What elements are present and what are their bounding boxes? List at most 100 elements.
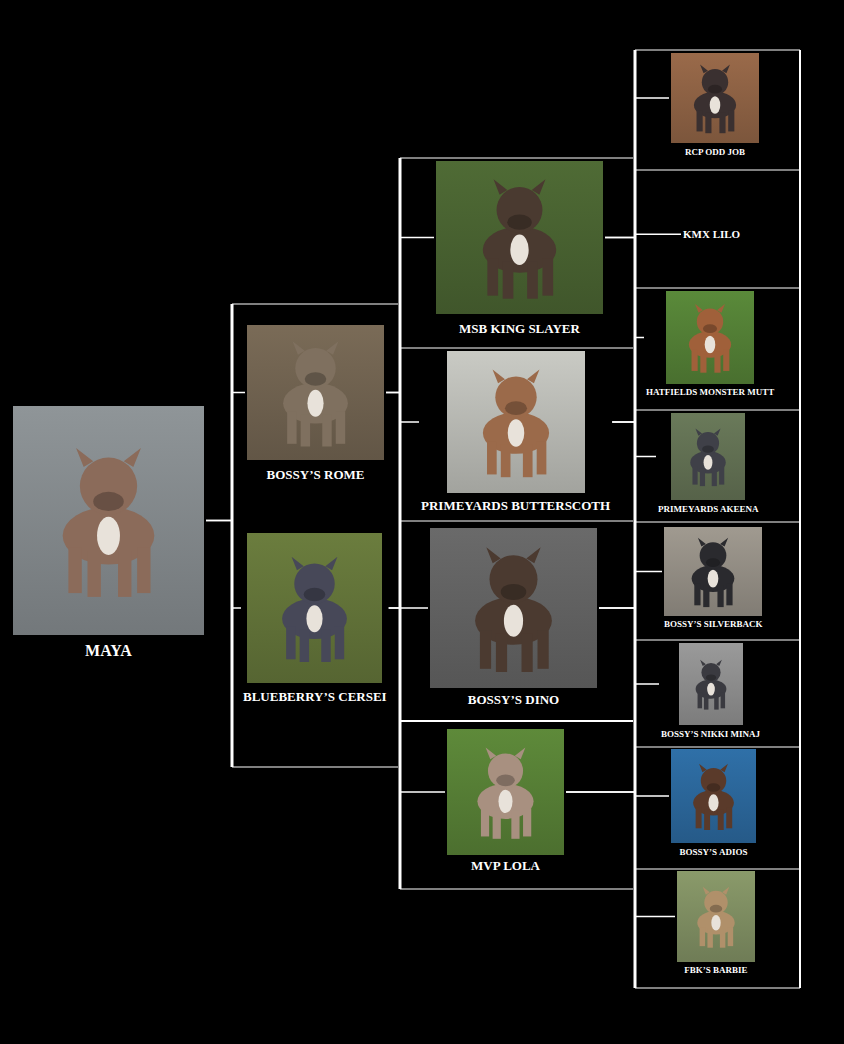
dog-leg (712, 468, 717, 486)
dog-figure (447, 351, 585, 493)
dog-leg (700, 927, 705, 946)
pedigree-connector (206, 393, 245, 521)
dog-leg (695, 584, 701, 605)
dog-leg (500, 444, 510, 477)
dog-name: BOSSY’S SILVERBACK (664, 619, 762, 629)
pedigree-connector (386, 238, 434, 393)
dog-ears (76, 448, 141, 467)
dog-muzzle (93, 492, 124, 511)
pedigree-box: KMX LILO (681, 226, 742, 243)
dog-leg (697, 693, 701, 708)
dog-muzzle (702, 445, 714, 452)
dog-figure (247, 325, 384, 460)
dog-leg (522, 634, 533, 672)
dog-leg (522, 444, 532, 477)
dog-head (697, 308, 723, 334)
dog-name: RCP ODD JOB (671, 147, 759, 157)
frame-line (635, 50, 800, 51)
frame-line (799, 50, 801, 988)
dog-name: BLUEBERRY’S CERSEI (243, 690, 387, 705)
dog-leg (700, 352, 706, 373)
frame-line (635, 747, 800, 748)
dog-head (701, 768, 727, 794)
dog-ears (698, 538, 728, 547)
dog-leg (718, 810, 724, 830)
dog-name: PRIMEYARDS AKEENA (658, 504, 758, 514)
frame-line (232, 304, 398, 305)
dog-head (701, 663, 720, 682)
dog-figure (447, 729, 564, 855)
dog-chest (504, 605, 523, 637)
dog-muzzle (705, 674, 715, 680)
pedigree-box: BOSSY’S NIKKI MINAJ (659, 641, 762, 741)
frame-line (400, 720, 633, 722)
dog-head (295, 348, 336, 389)
dog-chest (307, 390, 323, 417)
pedigree-box: PRIMEYARDS BUTTERSCOTH (419, 349, 612, 516)
dog-muzzle (710, 905, 722, 913)
dog-leg (720, 929, 725, 948)
dog-ears (293, 341, 339, 355)
dog-name: MAYA (13, 642, 204, 660)
frame-line (232, 767, 398, 768)
frame-line (635, 640, 800, 641)
dog-figure (247, 533, 382, 683)
dog-leg (480, 630, 491, 668)
dog-leg (728, 110, 734, 131)
dog-photo (671, 53, 759, 143)
dog-photo (247, 325, 384, 460)
frame-line (400, 521, 633, 522)
dog-ears (700, 65, 730, 74)
dog-leg (693, 467, 698, 485)
dog-chest (307, 605, 323, 632)
dog-leg (68, 547, 81, 593)
dog-head (490, 555, 538, 603)
frame-line (400, 889, 633, 890)
pedigree-box: BOSSY’S ROME (245, 323, 386, 485)
dog-name: MVP LOLA (447, 859, 564, 874)
dog-figure (666, 291, 754, 384)
dog-leg (87, 551, 100, 597)
dog-leg (718, 586, 724, 607)
dog-figure (671, 53, 759, 143)
dog-ears (696, 428, 721, 435)
dog-chest (711, 915, 720, 931)
dog-muzzle (505, 401, 527, 415)
dog-chest (710, 96, 721, 114)
pedigree-box: BOSSY’S ADIOS (669, 747, 758, 859)
dog-ears (695, 304, 725, 313)
dog-figure (13, 406, 204, 635)
dog-figure (436, 161, 603, 314)
pedigree-connector (566, 792, 675, 917)
dog-name: BOSSY’S ROME (247, 468, 384, 483)
dog-leg (322, 630, 331, 662)
dog-chest (708, 570, 719, 588)
dog-leg (527, 262, 538, 299)
dog-head (697, 432, 719, 454)
dog-muzzle (496, 774, 515, 786)
pedigree-connector (599, 572, 662, 609)
dog-leg (511, 811, 519, 839)
dog-leg (703, 586, 709, 607)
dog-muzzle (708, 85, 722, 94)
dog-leg (301, 414, 310, 446)
dog-leg (481, 808, 489, 836)
dog-leg (692, 350, 698, 371)
pedigree-connector (612, 338, 644, 423)
dog-chest (704, 455, 713, 470)
frame-line (400, 158, 633, 159)
dog-photo (436, 161, 603, 314)
dog-chest (705, 336, 716, 354)
pedigree-box: RCP ODD JOB (669, 51, 761, 159)
dog-leg (538, 630, 549, 668)
dog-leg (719, 112, 725, 133)
dog-name: PRIMEYARDS BUTTERSCOTH (421, 499, 610, 514)
pedigree-box: HATFIELDS MONSTER MUTT (644, 289, 776, 399)
dog-figure (664, 527, 762, 616)
frame-line (635, 410, 800, 411)
dog-photo (447, 351, 585, 493)
frame-line (635, 522, 800, 523)
dog-chest (707, 683, 715, 696)
dog-photo (677, 871, 755, 962)
dog-leg (714, 694, 718, 709)
